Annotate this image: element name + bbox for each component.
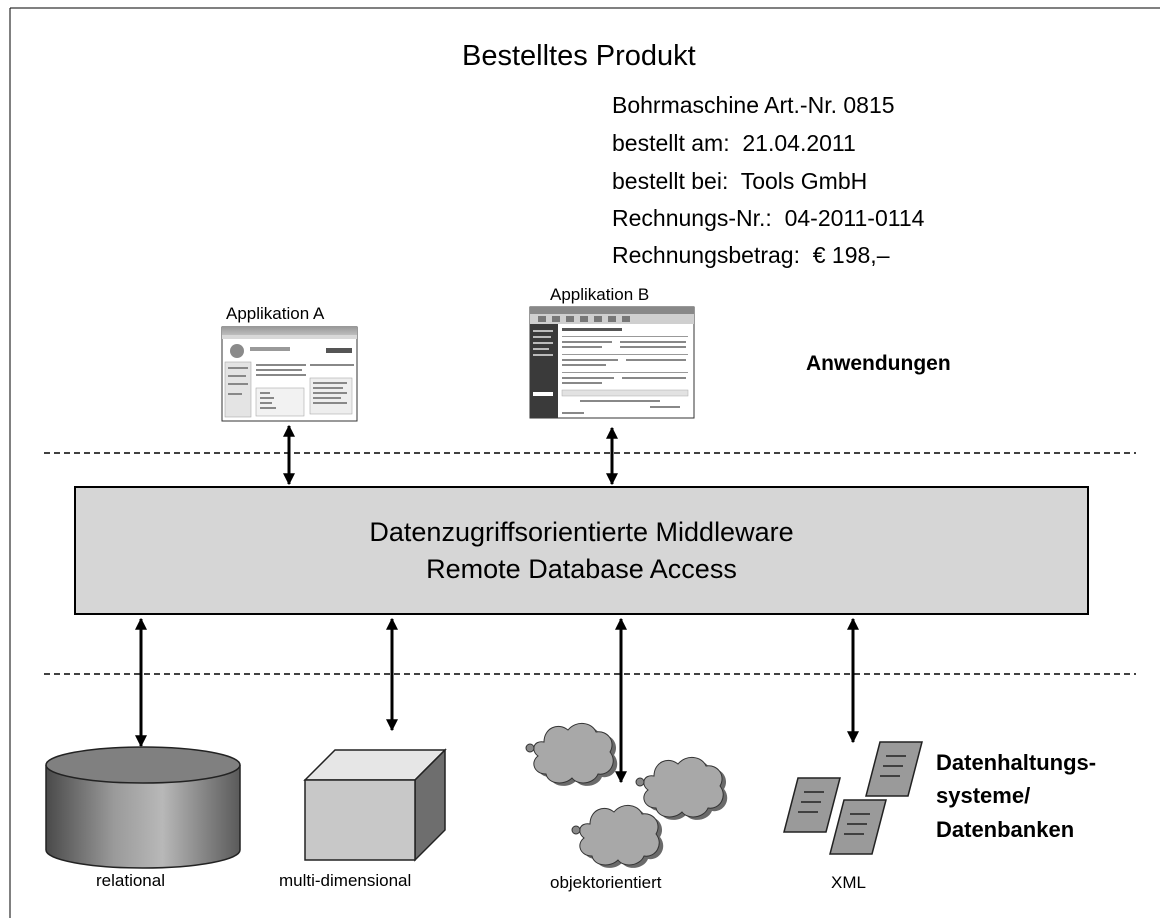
relational-database-icon <box>45 746 241 869</box>
product-invoice-amount-line: Rechnungsbetrag: € 198,– <box>612 242 890 268</box>
application-b-label: Applikation B <box>550 285 650 304</box>
middleware-box <box>74 486 1089 615</box>
object-clouds-icon <box>525 723 728 868</box>
application-a-screenshot <box>221 326 358 422</box>
multidimensional-label: multi-dimensional <box>279 871 412 890</box>
xml-label: XML <box>831 873 866 892</box>
application-a-label: Applikation A <box>226 304 325 323</box>
product-order-date-line: bestellt am: 21.04.2011 <box>612 130 856 156</box>
product-supplier-line: bestellt bei: Tools GmbH <box>612 168 868 194</box>
frame-border <box>9 7 1160 918</box>
relational-label: relational <box>96 871 165 890</box>
multidimensional-cube-icon <box>303 748 447 862</box>
object-oriented-label: objektorientiert <box>550 873 662 892</box>
product-title: Bestelltes Produkt <box>462 40 696 72</box>
application-b-screenshot <box>529 306 695 419</box>
middleware-subtitle: Remote Database Access <box>426 554 737 584</box>
datastores-layer-label-line2: systeme/ <box>936 783 1031 808</box>
datastores-layer-label-line1: Datenhaltungs- <box>936 750 1097 775</box>
datastores-layer-label-line3: Datenbanken <box>936 817 1075 842</box>
product-invoice-number-line: Rechnungs-Nr.: 04-2011-0114 <box>612 205 925 231</box>
middleware-title: Datenzugriffsorientierte Middleware <box>369 517 794 547</box>
applications-layer-label: Anwendungen <box>806 352 951 375</box>
xml-documents-icon <box>783 741 923 855</box>
product-article-line: Bohrmaschine Art.-Nr. 0815 <box>612 92 895 118</box>
